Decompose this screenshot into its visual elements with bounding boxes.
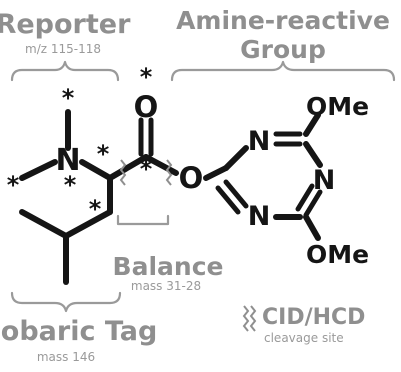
ring-bond-c2-n1 — [223, 145, 249, 171]
bond-n-methyl-left — [19, 159, 58, 181]
atom-ester-oxygen: O — [179, 161, 204, 195]
ring-bond-n5-c4-a — [303, 189, 323, 218]
isobaric-tag-brace — [10, 291, 122, 313]
amine-group-title-line1: Amine-reactive — [176, 6, 390, 35]
isotope-marker-nitrogen: * — [64, 171, 77, 199]
bond-alpha-carbonyl — [107, 154, 149, 181]
bond-carbonyl-ester-o — [143, 154, 179, 176]
isotope-marker-carbonyl-carbon: * — [140, 155, 153, 183]
reporter-brace — [10, 60, 120, 82]
bond-c6-methoxy-top — [303, 112, 321, 137]
bond-n-alpha — [79, 159, 113, 181]
reporter-mass: m/z 115-118 — [25, 42, 101, 56]
balance-mass: mass 31-28 — [131, 279, 201, 293]
amine-group-title-line2: Group — [240, 35, 326, 64]
atom-methoxy-bottom: OMe — [306, 240, 369, 269]
amine-group-brace — [170, 60, 396, 82]
atom-triazine-n-right: N — [313, 165, 336, 196]
atom-triazine-n-top: N — [248, 126, 271, 157]
atom-carbonyl-oxygen: O — [134, 90, 159, 124]
atom-methoxy-top: OMe — [306, 92, 369, 121]
ring-bond-n3-c2-a — [223, 179, 249, 209]
atom-triazine-n-bottom: N — [248, 201, 271, 232]
cleavage-mark-left — [119, 159, 127, 186]
bond-ester-o-triazine — [203, 165, 229, 181]
cleavage-legend-subtitle: cleavage site — [264, 331, 344, 345]
ring-bond-c6-n5 — [303, 141, 323, 168]
isotope-marker-n-methyl-top: * — [62, 84, 75, 112]
bond-isobutyl-left — [19, 209, 69, 239]
bond-c4-methoxy-bottom — [303, 214, 321, 241]
isotope-marker-side-chain: * — [89, 195, 102, 223]
reporter-title: Reporter — [0, 9, 131, 40]
isobaric-tag-mass: mass 146 — [37, 350, 95, 364]
cleavage-legend-icon-2 — [249, 305, 257, 332]
cleavage-mark-right — [165, 159, 173, 186]
isotope-marker-carbonyl-oxygen: * — [140, 63, 153, 91]
isotope-marker-n-methyl-left: * — [7, 171, 20, 199]
balance-bracket — [116, 214, 170, 226]
bond-ch2-ch — [63, 209, 113, 239]
ring-bond-n5-c4-b — [295, 183, 315, 212]
isotope-marker-alpha-carbon: * — [97, 140, 110, 168]
cleavage-legend-title: CID/HCD — [262, 305, 365, 330]
ring-bond-n3-c2-b — [215, 185, 241, 215]
cleavage-legend-icon — [242, 305, 250, 332]
balance-title: Balance — [113, 252, 224, 281]
atom-nitrogen: N — [55, 143, 80, 178]
isobaric-tag-title: Isobaric Tag — [0, 316, 157, 347]
